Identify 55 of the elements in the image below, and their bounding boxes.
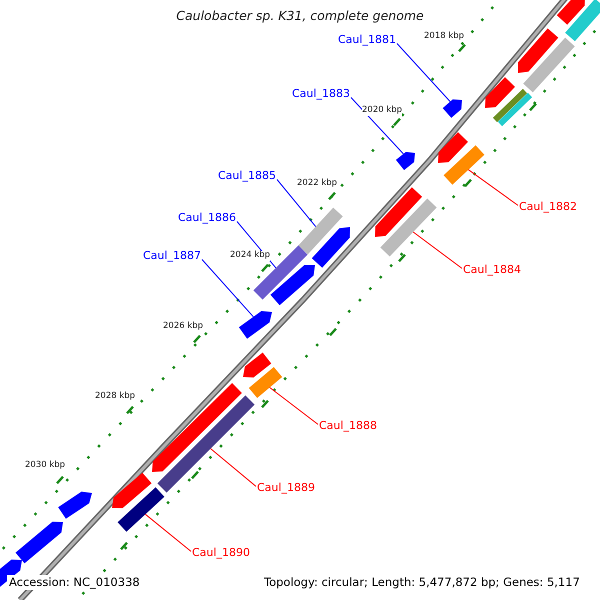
tick-label: 2018 kbp bbox=[424, 32, 464, 42]
tick-label: 2028 kbp bbox=[95, 392, 136, 402]
leader-line bbox=[412, 232, 462, 269]
gene-bar bbox=[565, 0, 600, 42]
gene-label: Caul_1883 bbox=[292, 88, 350, 101]
leader-line bbox=[210, 448, 256, 487]
gene-bar bbox=[118, 487, 164, 532]
leader-line bbox=[276, 179, 316, 228]
leader-line bbox=[269, 387, 318, 425]
gene-bar bbox=[253, 245, 308, 300]
gene-bar bbox=[444, 145, 484, 185]
tick-label: 2030 kbp bbox=[25, 461, 66, 471]
gene-label: Caul_1887 bbox=[143, 250, 201, 263]
gene-bar bbox=[438, 132, 468, 163]
gene-bar bbox=[380, 198, 437, 256]
leader-line bbox=[396, 43, 451, 102]
gene-label: Caul_1888 bbox=[319, 420, 377, 433]
gene-label: Caul_1890 bbox=[192, 547, 250, 560]
gene-bar bbox=[112, 472, 152, 508]
gene-bar bbox=[157, 395, 255, 493]
gene-bar bbox=[492, 88, 528, 122]
tick-label: 2026 kbp bbox=[163, 322, 204, 332]
gene-label: Caul_1881 bbox=[338, 34, 396, 47]
gene-bar bbox=[16, 522, 63, 564]
leader-line bbox=[468, 169, 518, 206]
gene-label: Caul_1889 bbox=[257, 482, 315, 495]
tick-label: 2022 kbp bbox=[297, 179, 338, 189]
gene-bar bbox=[518, 28, 558, 73]
footer-text: Topology: circular; Length: 5,477,872 bp; Genes: 5,117 bbox=[262, 575, 582, 590]
gene-bar bbox=[375, 187, 422, 237]
leader-line bbox=[202, 259, 254, 318]
gene-bar bbox=[498, 92, 532, 126]
gene-bar bbox=[270, 265, 315, 306]
gene-bar bbox=[312, 227, 350, 268]
gene-bar bbox=[248, 367, 282, 398]
gene-bar bbox=[58, 492, 92, 519]
gene-bar bbox=[238, 311, 272, 339]
gene-label: Caul_1886 bbox=[178, 212, 236, 225]
leader-line bbox=[144, 514, 192, 552]
tick-label: 2024 kbp bbox=[230, 251, 270, 261]
gene-bar bbox=[485, 77, 515, 108]
gene-label: Caul_1882 bbox=[519, 201, 577, 214]
gene-bar bbox=[396, 152, 415, 170]
gene-bar bbox=[152, 383, 242, 472]
gene-bar bbox=[556, 0, 585, 25]
tick-label: 2020 kbp bbox=[362, 106, 402, 116]
gene-label: Caul_1884 bbox=[463, 264, 521, 277]
gene-label: Caul_1885 bbox=[218, 170, 276, 183]
footer-text: Accession: NC_010338 bbox=[7, 575, 142, 590]
leader-line bbox=[350, 97, 404, 154]
gene-bar bbox=[523, 38, 575, 92]
gene-bar bbox=[442, 99, 462, 118]
title: Caulobacter sp. K31, complete genome bbox=[175, 9, 425, 24]
gene-bar bbox=[298, 208, 343, 254]
gene-bar bbox=[243, 352, 272, 378]
